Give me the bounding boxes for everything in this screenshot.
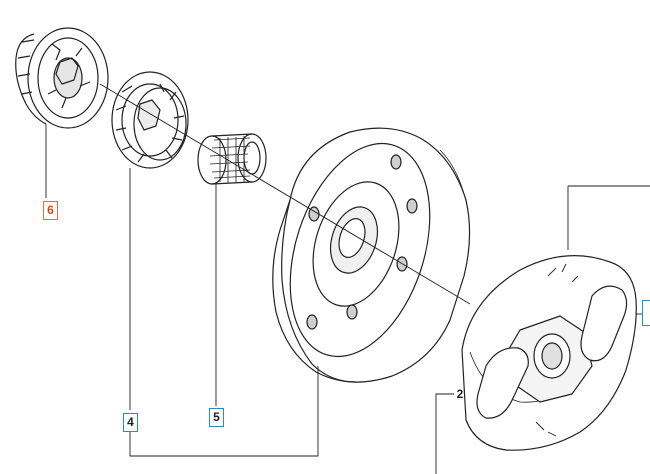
drive-sprocket-icon	[15, 27, 109, 129]
rim-sprocket-icon	[111, 71, 189, 169]
callout-part-4[interactable]: 4	[123, 413, 138, 432]
clutch-drum-icon	[272, 127, 471, 383]
needle-bearing-icon	[197, 133, 267, 185]
clutch-shoe-icon	[461, 255, 637, 451]
callout-partial-right-edge	[642, 300, 650, 326]
leader-lines	[45, 124, 650, 474]
callout-part-2[interactable]: 2	[456, 387, 464, 401]
callout-part-5[interactable]: 5	[209, 408, 224, 427]
callout-part-6[interactable]: 6	[43, 201, 58, 220]
